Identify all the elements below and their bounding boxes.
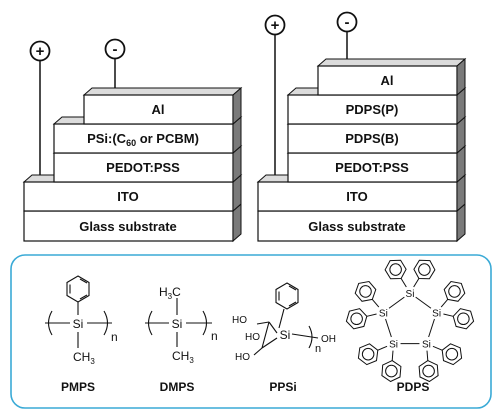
si-si-bond	[388, 296, 405, 309]
right-layer-al: Al	[316, 57, 467, 97]
phenyl-aromatic-circle	[361, 347, 375, 361]
phenyl-aromatic-circle	[418, 263, 431, 276]
left-layer-glass-substrate: Glass substrate	[23, 173, 242, 243]
pdps-si-atom: Si	[379, 308, 388, 319]
si-phenyl-bond	[391, 350, 394, 361]
right-negative-terminal: -	[336, 11, 358, 59]
molecule-ppsi: HO HO HO Si OH n PPSi	[232, 282, 336, 394]
phenyl-aromatic-circle	[385, 364, 398, 378]
si-si-bond	[428, 318, 435, 338]
left-plus-sign: +	[36, 43, 45, 60]
svg-text:CH3: CH3	[73, 350, 95, 366]
right-ito-label: ITO	[346, 189, 367, 204]
svg-text:OH: OH	[321, 334, 336, 345]
pdps-si-atom: Si	[389, 340, 398, 351]
right-glass-label: Glass substrate	[308, 219, 406, 234]
dmps-name: DMPS	[160, 380, 195, 394]
si-phenyl-bond	[432, 345, 443, 351]
left-layer-psi-blend: PSi:(C60 or PCBM)	[52, 115, 243, 155]
left-al-label: Al	[152, 102, 165, 117]
left-positive-terminal: +	[29, 40, 51, 175]
phenyl-ring	[381, 360, 402, 383]
phenyl-ring	[413, 259, 436, 280]
right-layer-glass-substrate: Glass substrate	[257, 202, 466, 243]
svg-text:Si: Si	[280, 328, 291, 342]
phenyl-aromatic-circle	[457, 312, 470, 326]
left-device-stack: Glass substrate ITO PEDOT:PSS PSi:(C60 o…	[22, 38, 243, 243]
phenyl-ring	[443, 280, 466, 302]
phenyl-ring	[384, 259, 407, 280]
phenyl-aromatic-circle	[350, 312, 363, 326]
si-phenyl-bond	[400, 278, 407, 288]
pdps-si-atom: Si	[432, 308, 441, 319]
left-ito-label: ITO	[117, 189, 138, 204]
pdps-si-atom: Si	[422, 340, 431, 351]
right-plus-sign: +	[271, 17, 280, 34]
si-phenyl-bond	[377, 345, 388, 351]
pdps-name: PDPS	[397, 380, 430, 394]
ppsi-phenyl-ring	[275, 282, 299, 310]
right-pdps-b-label: PDPS(B)	[345, 131, 398, 146]
phenyl-aromatic-circle	[389, 263, 402, 276]
si-phenyl-bond	[371, 299, 380, 308]
right-layer-ito: ITO	[256, 173, 467, 213]
right-layer-pedot-pss: PEDOT:PSS	[286, 144, 467, 184]
right-pedot-label: PEDOT:PSS	[335, 160, 409, 175]
svg-text:HO: HO	[235, 352, 250, 363]
si-phenyl-bond	[413, 278, 420, 288]
si-phenyl-bond	[443, 313, 454, 317]
left-layer-al: Al	[82, 86, 243, 126]
si-si-bond	[415, 296, 432, 309]
pdps-phenyl-groups	[345, 259, 475, 383]
svg-text:Si: Si	[172, 317, 183, 331]
si-si-bond	[385, 318, 392, 338]
left-pedot-label: PEDOT:PSS	[106, 160, 180, 175]
phenyl-aromatic-circle	[359, 285, 372, 298]
svg-text:Si: Si	[73, 317, 84, 331]
left-minus-sign: -	[113, 41, 118, 58]
svg-text:HO: HO	[232, 315, 247, 326]
phenyl-ring	[418, 360, 439, 383]
molecule-dmps: H3C Si CH3 n DMPS	[145, 285, 218, 394]
right-positive-terminal: +	[264, 14, 286, 175]
right-al-label: Al	[381, 73, 394, 88]
phenyl-ring	[354, 280, 377, 302]
svg-text:n: n	[315, 343, 321, 355]
svg-text:n: n	[111, 330, 118, 344]
left-psi-label: PSi:(C60 or PCBM)	[87, 131, 199, 148]
phenyl-aromatic-circle	[445, 347, 459, 361]
right-device-stack: Glass substrate ITO PEDOT:PSS PDPS(B)	[256, 11, 467, 243]
phenyl-ring	[441, 343, 463, 366]
phenyl-ring	[452, 308, 475, 330]
phenyl-ring	[357, 343, 379, 366]
ppsi-name: PPSi	[269, 380, 296, 394]
right-minus-sign: -	[345, 14, 350, 31]
svg-text:HO: HO	[245, 332, 260, 343]
si-phenyl-bond	[366, 313, 377, 317]
right-pdps-p-label: PDPS(P)	[346, 102, 399, 117]
left-negative-terminal: -	[104, 38, 126, 88]
pdps-si-atom: Si	[406, 289, 415, 300]
left-glass-label: Glass substrate	[79, 219, 177, 234]
svg-text:CH3: CH3	[172, 349, 194, 365]
svg-text:n: n	[211, 329, 218, 343]
phenyl-aromatic-circle	[448, 285, 461, 298]
si-phenyl-bond	[426, 350, 429, 361]
si-phenyl-bond	[440, 299, 449, 308]
phenyl-ring	[345, 308, 368, 330]
molecule-pmps: Si CH3 n PMPS	[45, 275, 118, 394]
molecule-panel-border	[10, 254, 492, 409]
svg-text:H3C: H3C	[159, 285, 181, 301]
pmps-name: PMPS	[61, 380, 95, 394]
phenyl-aromatic-circle	[422, 364, 435, 378]
